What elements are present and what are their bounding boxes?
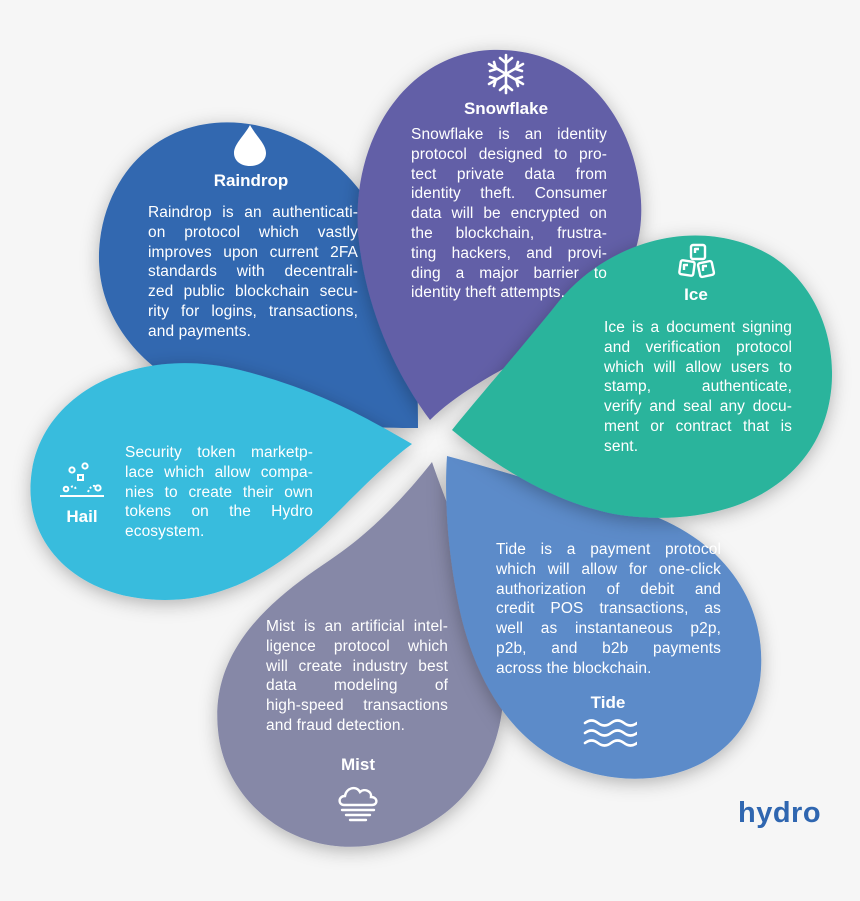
raindrop-description-line: and payments. xyxy=(148,322,251,340)
raindrop-description-line: zed public blockchain secu- xyxy=(148,283,358,301)
hail-description-line: Security token marketp- xyxy=(125,444,313,461)
hail-description-line: tokens on the Hydro xyxy=(125,503,313,521)
ice-description: Ice is a document signing and verificatio… xyxy=(604,318,792,457)
mist-description-line: data modeling of xyxy=(266,677,448,695)
cloud-mist-icon xyxy=(336,780,380,827)
mist-petal xyxy=(217,462,504,847)
snowflake-description-line: Snowflake is an identity xyxy=(411,126,607,143)
tide-description-line: p2b, and b2b payments xyxy=(496,639,721,657)
snowflake-title: Snowflake xyxy=(463,99,549,118)
hail-petal xyxy=(30,363,413,600)
hail-icon xyxy=(58,460,106,505)
ice-description-line: ment or contract that is xyxy=(604,417,792,435)
water-drop-icon xyxy=(232,124,268,171)
mist-description-line: and fraud detection. xyxy=(266,716,406,734)
hail-title: Hail xyxy=(66,507,98,526)
snowflake-description: Snowflake is an identity protocol designe… xyxy=(411,125,607,303)
mist-description-line: high-speed transactions xyxy=(266,697,448,715)
raindrop-description-line: on protocol which vastly xyxy=(148,223,358,241)
raindrop-description: Raindrop is an authenticati-on protocol … xyxy=(148,203,358,342)
ice-description-line: and verification protocol xyxy=(604,338,792,356)
mist-description-line: Mist is an artificial intel- xyxy=(266,618,448,635)
raindrop-description-line: Raindrop is an authenticati- xyxy=(148,204,358,221)
tide-description-line: credit POS transactions, as xyxy=(496,600,721,618)
snowflake-description-line: tect private data from xyxy=(411,165,607,183)
ice-description-line: which will allow users to xyxy=(604,358,792,376)
ice-description-line: stamp, authenticate, xyxy=(604,378,792,396)
snowflake-description-line: ting hackers, and provi- xyxy=(411,244,607,262)
hail-description: Security token marketp-lace which allow … xyxy=(125,443,313,542)
hydro-logo: hydro xyxy=(738,797,822,829)
tide-description-line: across the blockchain. xyxy=(496,659,652,677)
snowflake-description-line: data will be encrypted on xyxy=(411,205,607,223)
ice-title: Ice xyxy=(684,285,708,304)
snowflake-description-line: protocol designed to pro- xyxy=(411,145,607,163)
hail-description-line: ecosystem. xyxy=(125,523,205,541)
tide-title: Tide xyxy=(590,693,626,712)
tide-petal xyxy=(446,456,762,779)
snowflake-description-line: identity theft attempts. xyxy=(411,284,566,302)
hail-description-line: lace which allow compa- xyxy=(125,463,313,481)
mist-description-line: ligence protocol which xyxy=(266,637,448,655)
tide-description-line: well as instantaneous p2p, xyxy=(496,620,721,638)
ice-description-line: Ice is a document signing xyxy=(604,319,792,336)
ice-description-line: verify and seal any docu- xyxy=(604,398,792,416)
hail-description-line: nies to create their own xyxy=(125,483,313,501)
raindrop-petal xyxy=(98,122,418,428)
raindrop-description-line: improves upon current 2FA xyxy=(148,243,358,261)
raindrop-description-line: rity for logins, transactions, xyxy=(148,302,358,320)
snowflake-description-line: ding a major barrier to xyxy=(411,264,607,282)
snowflake-description-line: the blockchain, frustra- xyxy=(411,224,607,242)
tide-description-line: Tide is a payment protocol xyxy=(496,541,721,558)
snowflake-icon xyxy=(486,53,526,100)
raindrop-description-line: standards with decentrali- xyxy=(148,263,358,281)
waves-icon xyxy=(583,718,639,753)
mist-title: Mist xyxy=(341,755,375,774)
raindrop-title: Raindrop xyxy=(213,171,289,190)
tide-description-line: authorization of debit and xyxy=(496,580,721,598)
mist-description: Mist is an artificial intel-ligence prot… xyxy=(266,617,448,736)
ice-petal xyxy=(452,235,833,518)
tide-description: Tide is a payment protocol which will all… xyxy=(496,540,721,679)
mist-description-line: will create industry best xyxy=(266,657,448,675)
snowflake-description-line: identity theft. Consumer xyxy=(411,185,607,203)
ice-description-line: sent. xyxy=(604,437,639,455)
tide-description-line: which will allow for one-click xyxy=(496,560,721,578)
ice-cubes-icon xyxy=(677,243,719,288)
